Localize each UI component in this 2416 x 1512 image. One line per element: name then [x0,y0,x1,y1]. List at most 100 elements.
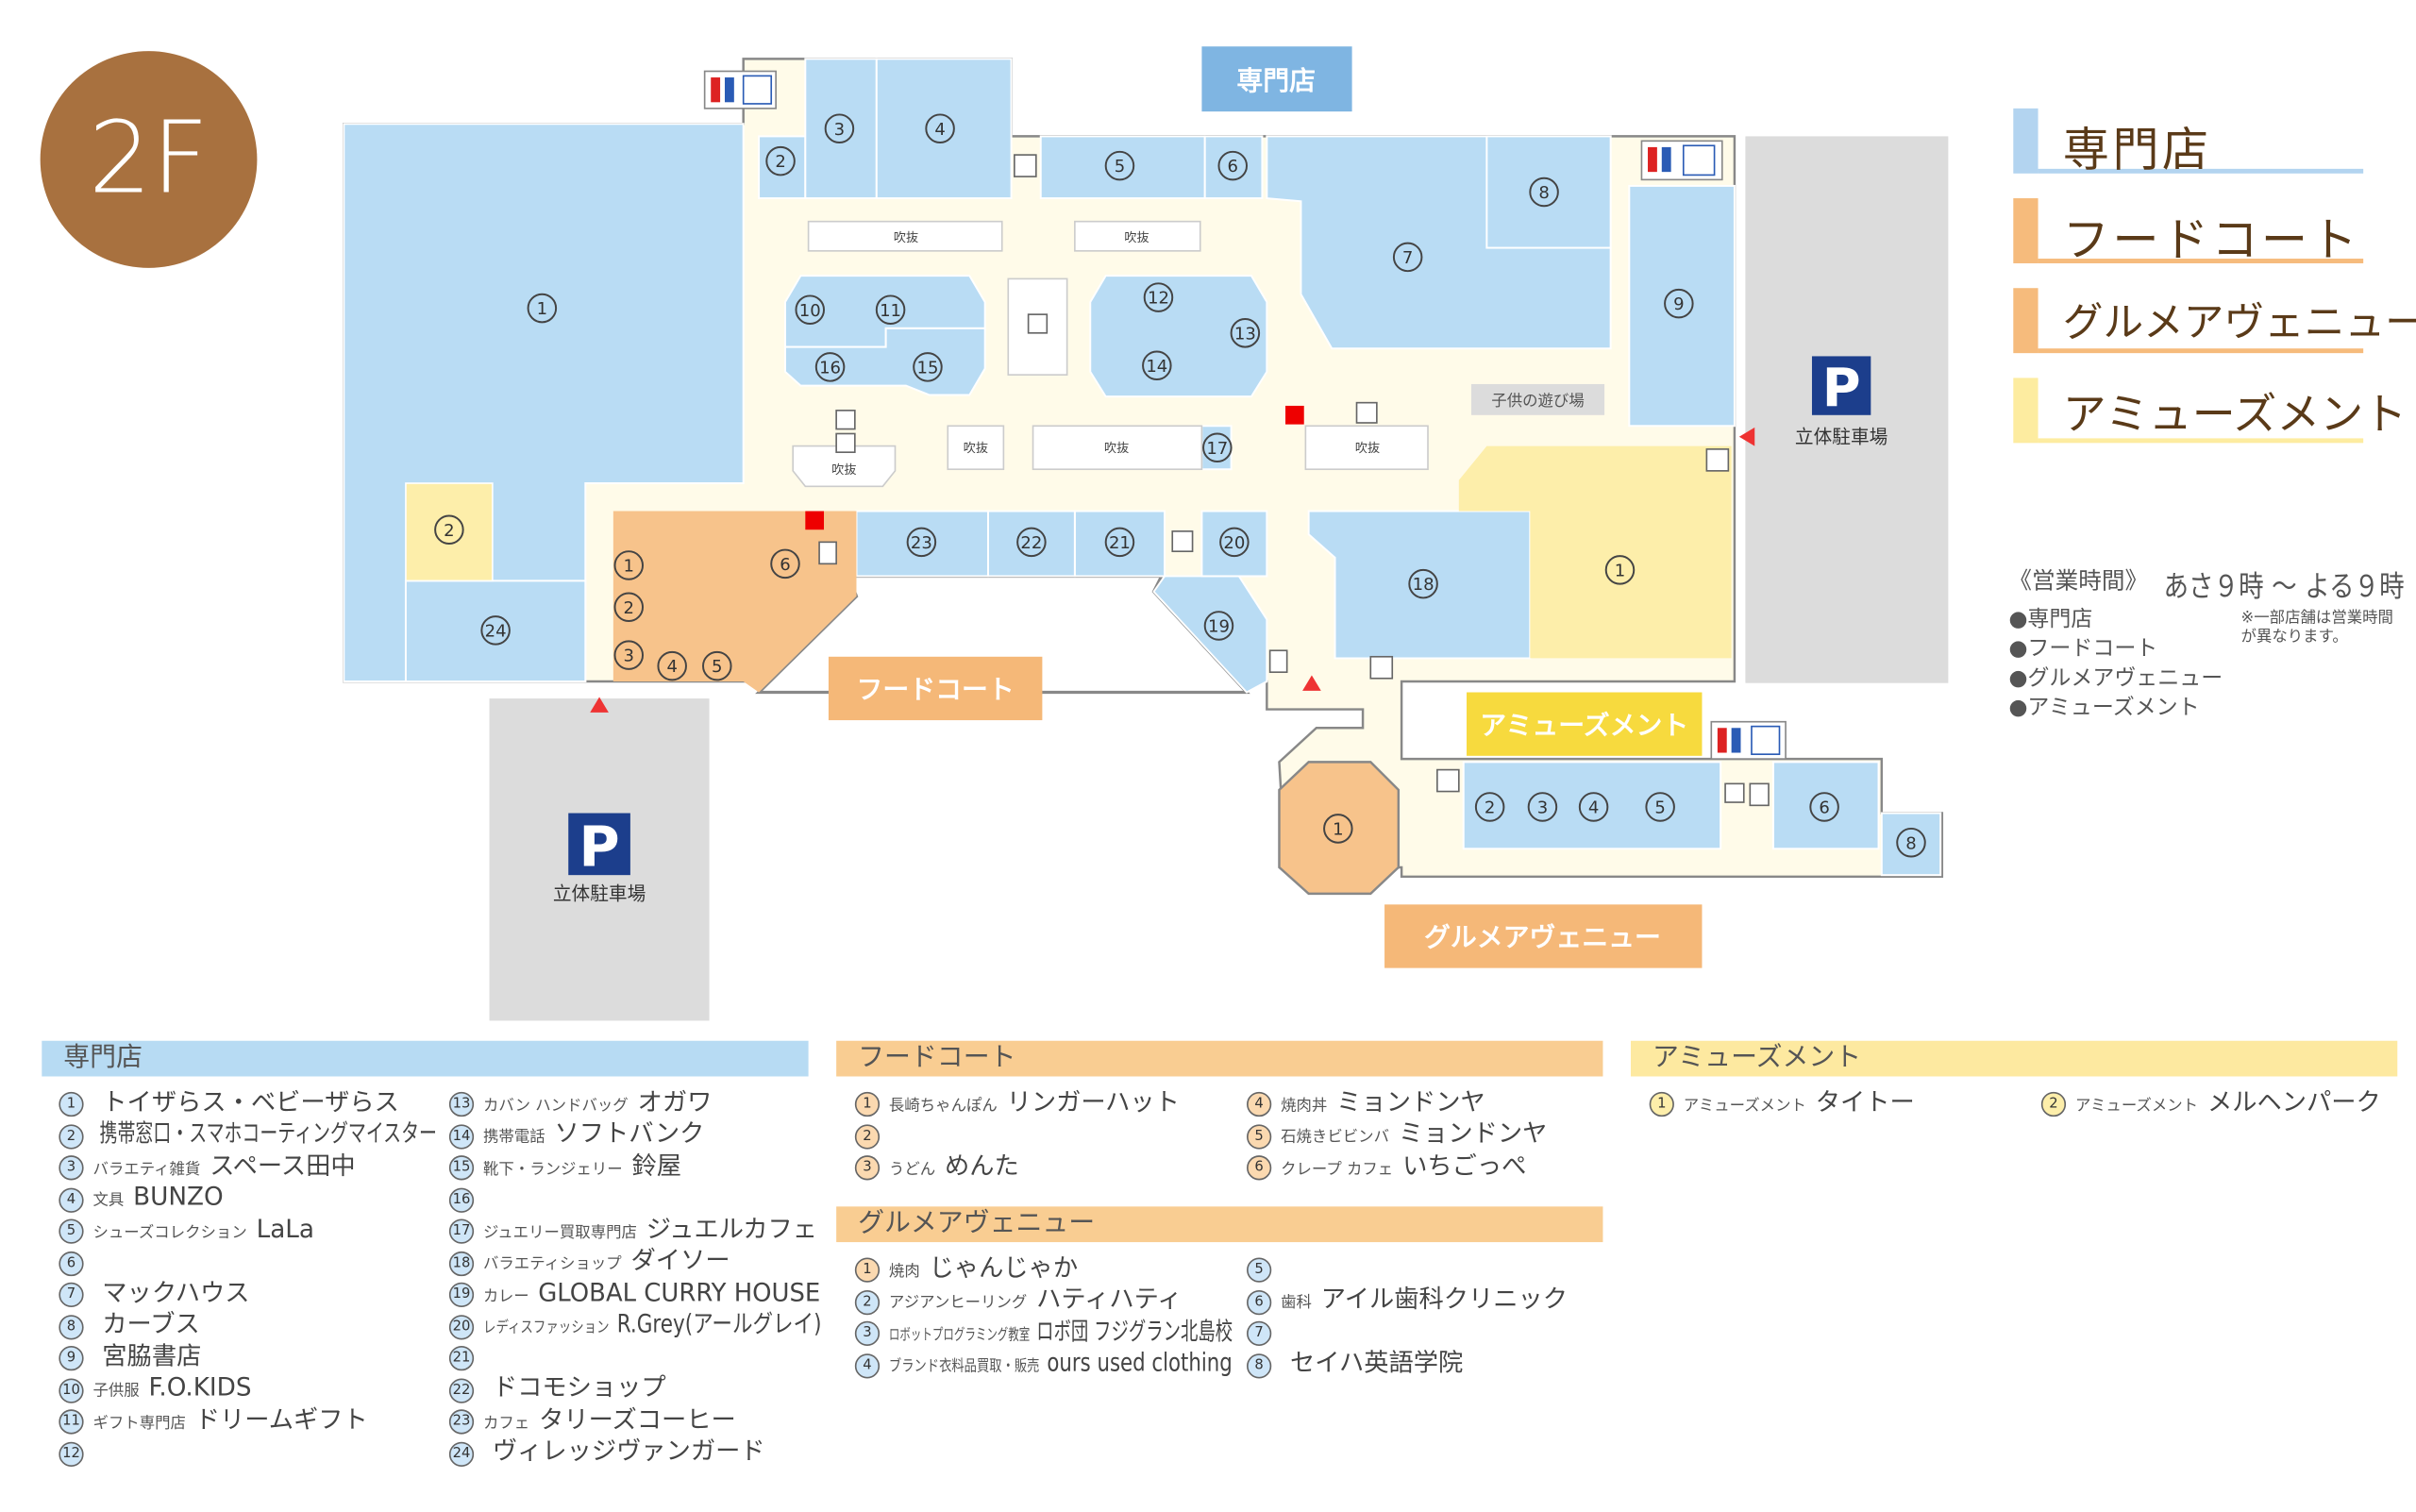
store-shape-specialty-6[interactable] [1203,135,1264,200]
store-shape-specialty-24[interactable] [404,580,587,683]
map-store-marker[interactable]: 9 [1664,288,1694,319]
map-store-marker[interactable]: 1 [527,293,558,324]
map-store-marker[interactable]: 14 [1142,350,1172,381]
store-shape-gourmet-6[interactable] [1771,761,1880,850]
map-store-marker[interactable]: 16 [814,352,846,382]
store-shape-gourmet-2-5[interactable] [1462,761,1722,850]
map-store-marker[interactable]: 24 [480,615,511,646]
store-shape-gourmet-8[interactable] [1880,812,1942,877]
map-store-marker[interactable]: 17 [1202,432,1233,463]
map-store-marker[interactable]: 18 [1408,568,1438,599]
map-store-marker[interactable]: 13 [1230,318,1261,348]
map-store-marker[interactable]: 3 [1527,792,1558,822]
map-store-marker[interactable]: 2 [613,592,644,623]
kids-area[interactable] [1470,383,1605,415]
map-store-marker[interactable]: 6 [1809,792,1839,822]
store-list-item[interactable]: 12 [59,1438,436,1470]
map-store-marker[interactable]: 8 [1529,176,1559,208]
map-store-marker[interactable]: 4 [657,650,687,681]
store-shape-specialty-9[interactable] [1628,184,1736,428]
store-list-item[interactable]: 21 [448,1343,821,1375]
map-store-marker[interactable]: 5 [702,650,732,681]
store-shape-gourmet-1[interactable] [1278,761,1401,896]
map-store-marker[interactable]: 4 [925,113,955,143]
map-store-marker[interactable]: 15 [913,352,943,382]
map-store-marker[interactable]: 10 [795,294,825,325]
map-store-marker[interactable]: 7 [1392,242,1423,273]
map-store-marker[interactable]: 6 [770,548,800,580]
map-store-marker[interactable]: 22 [1016,527,1047,558]
store-shape-specialty-23[interactable] [855,510,989,578]
map-store-marker[interactable]: 19 [1203,611,1234,641]
marker-number: 7 [1402,248,1413,268]
store-shape-specialty-5[interactable] [1039,135,1206,200]
store-shape-specialty-20[interactable] [1200,510,1268,578]
map-store-marker[interactable]: 3 [613,640,644,670]
map-store-marker[interactable]: 2 [434,514,464,545]
map-store-marker[interactable]: 4 [1578,792,1609,822]
store-shape-amusement-1[interactable] [1458,445,1732,659]
map-store-marker[interactable]: 21 [1104,527,1135,558]
store-list-item[interactable]: 16 [448,1184,821,1217]
marker-circle [1104,150,1135,181]
map-store-marker[interactable]: 5 [1104,150,1135,181]
store-shape-specialty-8[interactable] [1485,135,1612,249]
store-list-item[interactable]: 5 [1247,1254,1602,1286]
store-shape-specialty-4[interactable] [875,58,1013,200]
store-shape-specialty-3[interactable] [804,58,878,200]
map-store-marker[interactable]: 1 [1323,814,1353,844]
store-shape-amusement-2[interactable] [405,482,494,582]
store-list-item[interactable]: 7 [1247,1318,1602,1350]
map-store-marker[interactable]: 2 [765,145,796,176]
map-store-marker[interactable]: 6 [1217,150,1248,181]
store-shape-specialty-12-14-13[interactable] [1089,275,1268,398]
map-store-marker[interactable]: 12 [1143,282,1174,312]
map-store-marker[interactable]: 5 [1645,792,1675,822]
store-list-item[interactable]: 2 [854,1120,1233,1152]
map-store-marker[interactable]: 20 [1219,527,1250,558]
map-store-marker[interactable]: 1 [1604,555,1636,585]
map-store-marker[interactable]: 23 [906,527,937,558]
store-shape-foodcourt[interactable] [612,511,857,693]
map-store-marker[interactable]: 3 [824,113,855,143]
map-store-marker[interactable]: 2 [1474,792,1505,822]
store-shape-specialty-22[interactable] [986,510,1076,578]
map-store-marker[interactable]: 1 [613,550,644,580]
store-list-item[interactable]: 6 [59,1248,436,1280]
map-store-marker[interactable]: 8 [1896,827,1926,858]
map-store-marker[interactable]: 11 [875,294,906,325]
